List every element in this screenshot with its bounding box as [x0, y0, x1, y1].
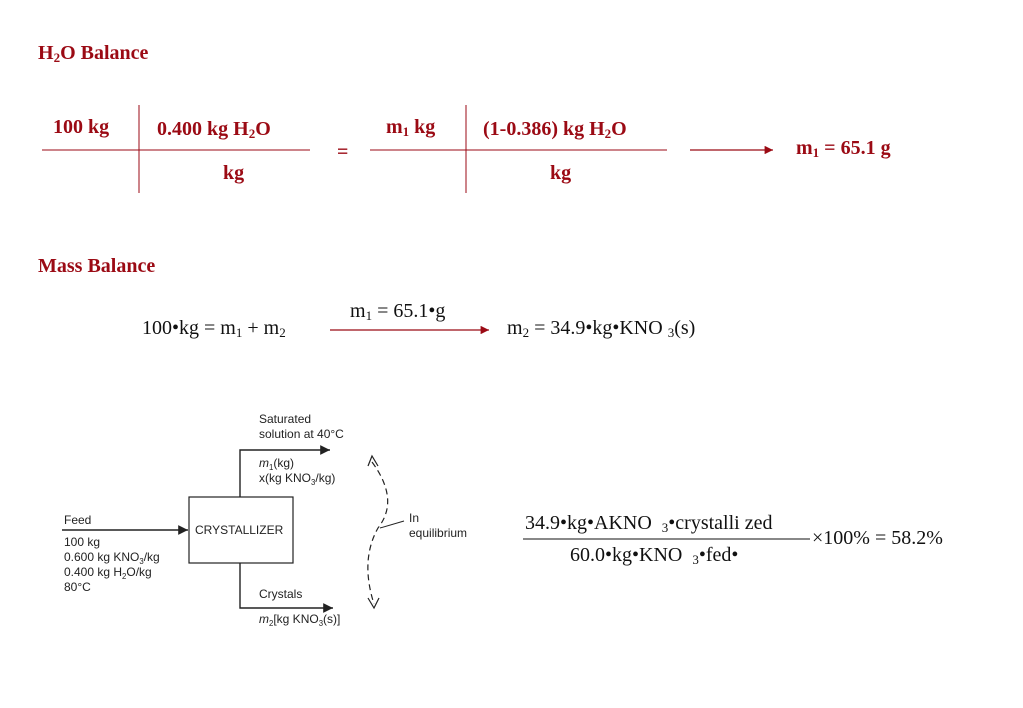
equals-sign: = [337, 141, 349, 163]
equilibrium-curve [367, 461, 389, 605]
bottom-stream [239, 563, 333, 613]
yield-result: ×100% = 58.2% [812, 527, 943, 549]
equilibrium-arrow-bottom [367, 597, 380, 610]
right-numerator-mass: m1 kg [386, 116, 436, 139]
crystallizer-box [188, 496, 294, 564]
equilibrium-arrow-top [367, 454, 379, 467]
mass-balance-title: Mass Balance [38, 255, 156, 277]
left-numerator-fraction: 0.400 kg H2O [157, 118, 271, 141]
feed-title: Feed [64, 513, 92, 527]
top-stream [239, 445, 330, 497]
crystals-composition: m2[kg KNO3(s)] [259, 612, 341, 628]
yield-numerator: 34.9•kg•AKNO 3•crystalli zed [525, 512, 773, 535]
feed-composition: 100 kg 0.600 kg KNO3/kg 0.400 kg H2O/kg … [64, 535, 160, 594]
h2o-balance-title: H2O Balance [38, 42, 149, 65]
top-stream-composition: m1(kg) x(kg KNO3/kg) [259, 456, 336, 487]
top-stream-label: Saturated solution at 40°C [259, 412, 344, 441]
yield-denominator: 60.0•kg•KNO 3•fed• [570, 544, 739, 567]
crystallizer-label: CRYSTALLIZER [195, 523, 284, 537]
equilibrium-label: In equilibrium [409, 511, 468, 540]
left-numerator-mass: 100 kg [53, 116, 110, 138]
mass-balance-rhs: m2 = 34.9•kg•KNO 3(s) [507, 317, 696, 340]
h2o-result: m1 = 65.1 g [796, 137, 891, 160]
right-denominator: kg [550, 162, 572, 184]
right-numerator-fraction: (1-0.386) kg H2O [483, 118, 627, 141]
mass-balance-lhs: 100•kg = m1 + m2 [142, 317, 286, 340]
left-denominator: kg [223, 162, 245, 184]
crystals-label: Crystals [259, 587, 303, 601]
mass-balance-condition: m1 = 65.1•g [350, 300, 446, 323]
equilibrium-pointer [379, 520, 405, 529]
